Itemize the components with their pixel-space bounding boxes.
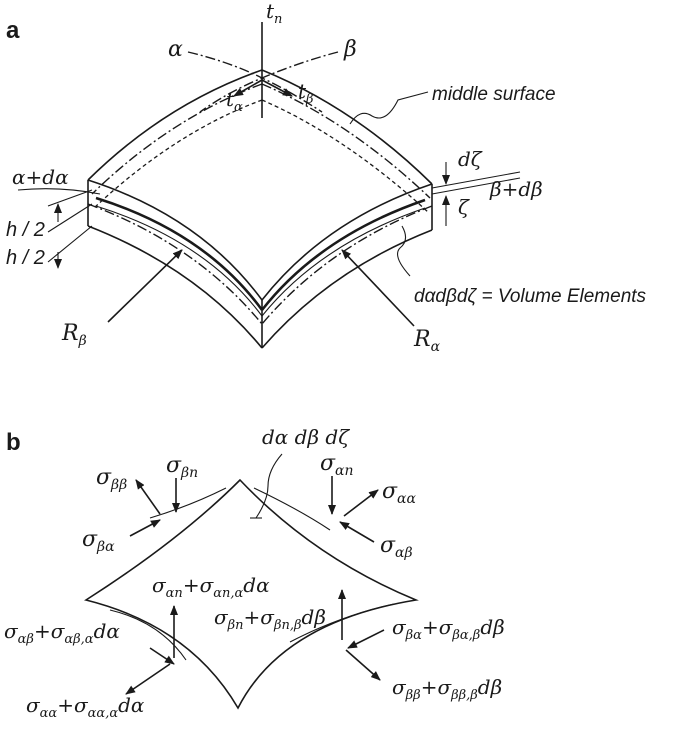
panel-a: a tn α β tα tβ	[6, 0, 647, 355]
s-bn-d-label: σβn+σβn,βdβ	[214, 605, 326, 633]
front-bottom-right-edge	[261, 229, 433, 349]
h-half-label-1: h / 2	[6, 219, 45, 241]
dzeta-line-bottom	[431, 177, 521, 195]
middle-surface-left-edge	[91, 83, 263, 195]
beta-coordinate-curve	[199, 51, 339, 113]
h-dim-top-tick	[47, 189, 93, 207]
alpha-dalpha-curve	[17, 188, 101, 195]
dzeta-label: dζ	[458, 147, 483, 171]
middle-surface-leader	[349, 91, 429, 125]
panel-a-label: a	[6, 17, 20, 44]
middle-surface-label: middle surface	[432, 84, 556, 105]
R-beta-label: Rβ	[61, 321, 87, 349]
h-dim-bottom-tick	[47, 225, 93, 263]
top-surface-right-edge	[261, 69, 433, 185]
panel-b-label: b	[6, 429, 21, 456]
dzeta-line-top	[431, 171, 521, 189]
alpha-label: α	[168, 37, 183, 62]
bottom-surface-right-edge	[261, 99, 429, 213]
s-ba-d-arrow	[347, 629, 385, 649]
s-aa-d-arrow	[125, 663, 171, 695]
front-top-right-edge	[261, 183, 433, 301]
s-ab-label: σαβ	[380, 533, 413, 561]
s-ba-label: σβα	[82, 527, 115, 555]
edge-left-lower	[109, 609, 187, 661]
top-surface-left-edge	[87, 69, 263, 181]
h-dim-mid-tick	[47, 203, 93, 233]
volume-element-leader	[397, 225, 411, 277]
s-bb-d-arrow	[345, 649, 381, 681]
edge-right-lower	[289, 603, 395, 643]
front-middle-right	[261, 205, 433, 325]
shell-element-outline	[84, 478, 419, 710]
s-aa-label: σαα	[382, 479, 416, 507]
middle-surface-right-edge	[261, 83, 431, 199]
bottom-surface-left-edge	[93, 99, 263, 209]
panel-b: b dα dβ dζ σββ σβn σβα σαn σαα σαβ σαn+σ…	[4, 425, 505, 721]
edge-left-upper	[149, 487, 227, 519]
volume-elements-label: dαdβdζ = Volume Elements	[414, 286, 647, 307]
talpha-label: tα	[226, 87, 243, 115]
zeta-label: ζ	[458, 195, 470, 219]
element-label: dα dβ dζ	[262, 425, 350, 449]
front-bottom-left-edge	[87, 225, 263, 349]
front-middle-left	[87, 203, 263, 325]
edge-right-upper	[253, 487, 331, 531]
tbeta-label: tβ	[298, 79, 314, 107]
s-bb-label: σββ	[96, 465, 127, 493]
s-ba-d-label: σβα+σβα,βdβ	[392, 615, 505, 643]
s-an-label: σαn	[320, 451, 354, 479]
layer-right-lower	[261, 207, 426, 317]
front-top-left-edge	[87, 179, 263, 301]
tbeta-vector	[261, 79, 293, 97]
s-aa-d-label: σαα+σαα,αdα	[26, 693, 145, 721]
s-ab-arrow	[339, 521, 375, 543]
tn-label: tn	[266, 0, 282, 27]
layer-left-band	[95, 196, 264, 311]
element-leader	[255, 453, 283, 519]
R-beta-arrow	[107, 249, 183, 323]
s-bb-arrow	[135, 479, 161, 515]
R-alpha-label: Rα	[413, 327, 441, 355]
s-ab-d-label: σαβ+σαβ,αdα	[4, 619, 120, 647]
layer-right-band	[260, 198, 426, 311]
alpha-dalpha-label: α+dα	[12, 165, 69, 189]
s-bb-d-label: σββ+σββ,βdβ	[392, 675, 502, 703]
s-an-d-label: σαn+σαn,αdα	[152, 573, 270, 601]
s-ba-arrow	[129, 519, 161, 537]
h-half-label-2: h / 2	[6, 247, 45, 269]
s-ab-d-arrow	[149, 647, 175, 665]
R-alpha-arrow	[341, 249, 415, 327]
beta-dbeta-label: β+dβ	[489, 177, 543, 201]
s-aa-arrow	[343, 489, 379, 517]
beta-label: β	[343, 37, 357, 62]
layer-left-lower	[95, 205, 263, 317]
s-bn-label: σβn	[166, 453, 198, 481]
